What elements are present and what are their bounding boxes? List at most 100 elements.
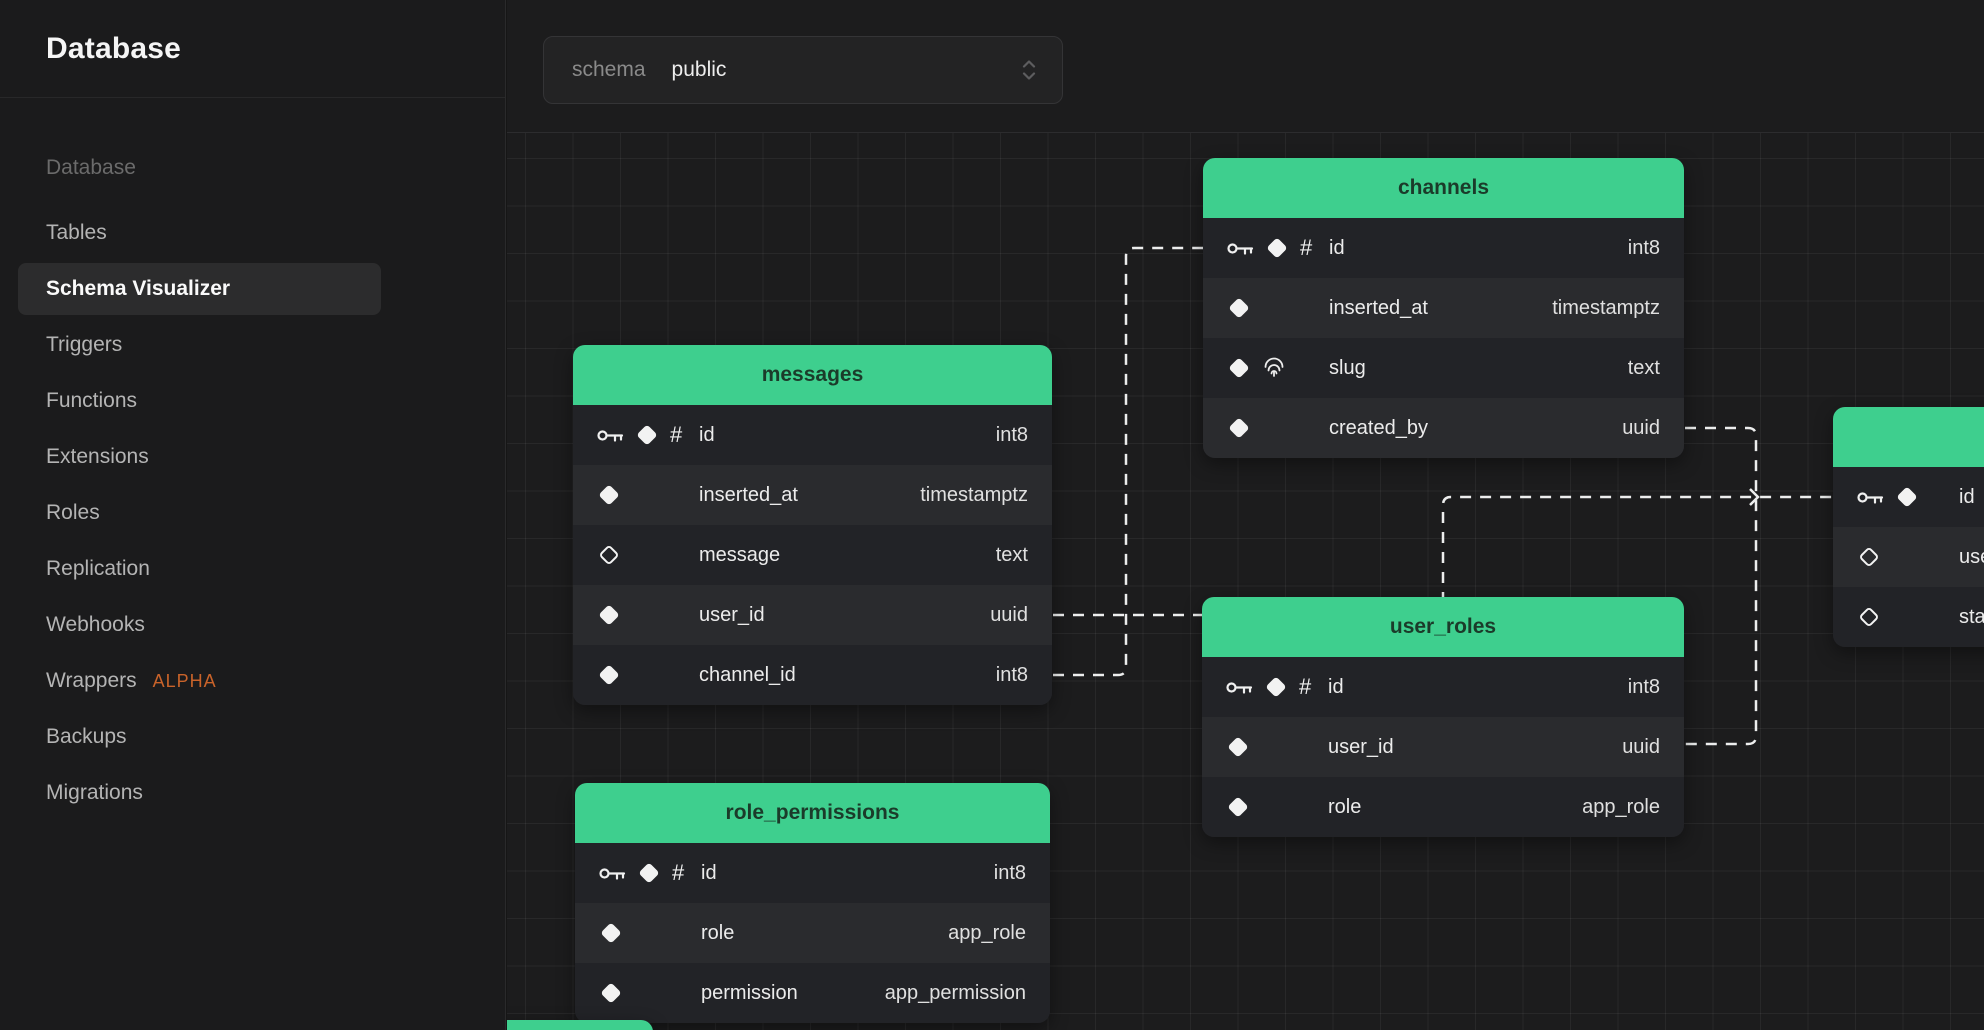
- sidebar-item-wrappers[interactable]: Wrappers ALPHA: [46, 669, 217, 692]
- database-sidebar: Database Database Tables Schema Visualiz…: [0, 0, 506, 1030]
- diamond-filled-icon: [1226, 795, 1250, 819]
- column-row-id[interactable]: # id int8: [575, 843, 1050, 903]
- sidebar-item-migrations[interactable]: Migrations: [46, 781, 143, 804]
- column-icons: #: [599, 861, 701, 885]
- sidebar-item-functions[interactable]: Functions: [46, 389, 138, 412]
- table-header[interactable]: [1833, 407, 1984, 467]
- column-name: id: [699, 423, 715, 446]
- column-icons: [1857, 545, 1959, 569]
- column-type: text: [995, 543, 1028, 566]
- table-header[interactable]: channels: [1203, 158, 1684, 218]
- key-icon: [1227, 241, 1254, 256]
- table-header[interactable]: user_roles: [1202, 597, 1684, 657]
- column-type: text: [1627, 356, 1660, 379]
- column-type: uuid: [1622, 416, 1660, 439]
- column-icons: [1227, 416, 1329, 440]
- table-title: role_permissions: [725, 801, 900, 824]
- column-type: int8: [995, 423, 1028, 446]
- column-name: channel_id: [699, 663, 796, 686]
- table-header[interactable]: messages: [573, 345, 1052, 405]
- edge-arrowhead-icon: [1749, 488, 1760, 506]
- relationship-edge messages.user_id->users.id: [1441, 495, 1834, 603]
- column-row-sta[interactable]: sta: [1833, 587, 1984, 647]
- table-header[interactable]: role_permissions: [575, 783, 1050, 843]
- alpha-badge: ALPHA: [152, 670, 217, 691]
- column-type: app_role: [1582, 795, 1660, 818]
- table-node-messages[interactable]: messages # id int8 inserted_at timestamptz mes…: [573, 345, 1052, 705]
- schema-select[interactable]: schema public: [543, 36, 1063, 104]
- table-title: channels: [1397, 176, 1490, 199]
- column-icons: [1857, 605, 1959, 629]
- diamond-filled-icon: [635, 423, 659, 447]
- column-row-id[interactable]: id: [1833, 467, 1984, 527]
- column-icons: #: [1227, 236, 1329, 260]
- column-name: id: [701, 861, 717, 884]
- key-icon: [599, 866, 626, 881]
- table-node-partial-5[interactable]: [507, 1020, 653, 1030]
- sidebar-item-webhooks[interactable]: Webhooks: [46, 613, 145, 636]
- diamond-filled-icon: [597, 603, 621, 627]
- table-node-partial-4[interactable]: iduse sta: [1833, 407, 1984, 647]
- diamond-filled-icon: [597, 483, 621, 507]
- column-icons: [1227, 296, 1329, 320]
- sidebar-item-extensions[interactable]: Extensions: [46, 445, 149, 468]
- column-row-inserted_at[interactable]: inserted_at timestamptz: [573, 465, 1052, 525]
- column-name: sta: [1959, 605, 1984, 628]
- column-name: inserted_at: [1329, 296, 1428, 319]
- column-type: int8: [1627, 236, 1660, 259]
- diamond-outline-icon: [1857, 605, 1881, 629]
- hash-icon: #: [670, 421, 683, 447]
- diamond-filled-icon: [1227, 296, 1251, 320]
- column-type: uuid: [990, 603, 1028, 626]
- column-type: timestamptz: [920, 483, 1028, 506]
- column-name: inserted_at: [699, 483, 798, 506]
- hash-icon: #: [672, 859, 685, 885]
- column-name: id: [1328, 675, 1344, 698]
- diamond-filled-icon: [1227, 416, 1251, 440]
- column-name: role: [1328, 795, 1362, 818]
- sidebar-item-schema-visualizer[interactable]: Schema Visualizer: [18, 263, 381, 315]
- sidebar-item-tables[interactable]: Tables: [46, 221, 107, 244]
- column-type: uuid: [1622, 735, 1660, 758]
- column-row-message[interactable]: message text: [573, 525, 1052, 585]
- column-type: int8: [993, 861, 1026, 884]
- schema-select-label: schema: [572, 58, 646, 81]
- column-icons: [1226, 795, 1328, 819]
- up-down-chevron-icon: [1022, 60, 1036, 80]
- diamond-outline-icon: [597, 543, 621, 567]
- schema-select-value: public: [671, 58, 727, 81]
- column-icons: [1226, 735, 1328, 759]
- sidebar-item-replication[interactable]: Replication: [46, 557, 150, 580]
- sidebar-item-backups[interactable]: Backups: [46, 725, 127, 748]
- column-row-role[interactable]: role app_role: [1202, 777, 1684, 837]
- column-name: role: [701, 921, 735, 944]
- diamond-filled-icon: [599, 981, 623, 1005]
- key-icon: [1226, 680, 1253, 695]
- column-row-id[interactable]: # id int8: [573, 405, 1052, 465]
- column-row-use[interactable]: use: [1833, 527, 1984, 587]
- column-name: message: [699, 543, 781, 566]
- schema-canvas[interactable]: channels # id int8 inserted_at timestamptz slu…: [507, 133, 1984, 1030]
- column-icons: [1857, 485, 1959, 509]
- column-name: permission: [701, 981, 798, 1004]
- table-header[interactable]: [507, 1020, 653, 1030]
- sidebar-item-roles[interactable]: Roles: [46, 501, 100, 524]
- fingerprint-icon: [1262, 357, 1286, 379]
- diamond-filled-icon: [597, 663, 621, 687]
- sidebar-item-triggers[interactable]: Triggers: [46, 333, 123, 356]
- key-icon: [1857, 490, 1884, 505]
